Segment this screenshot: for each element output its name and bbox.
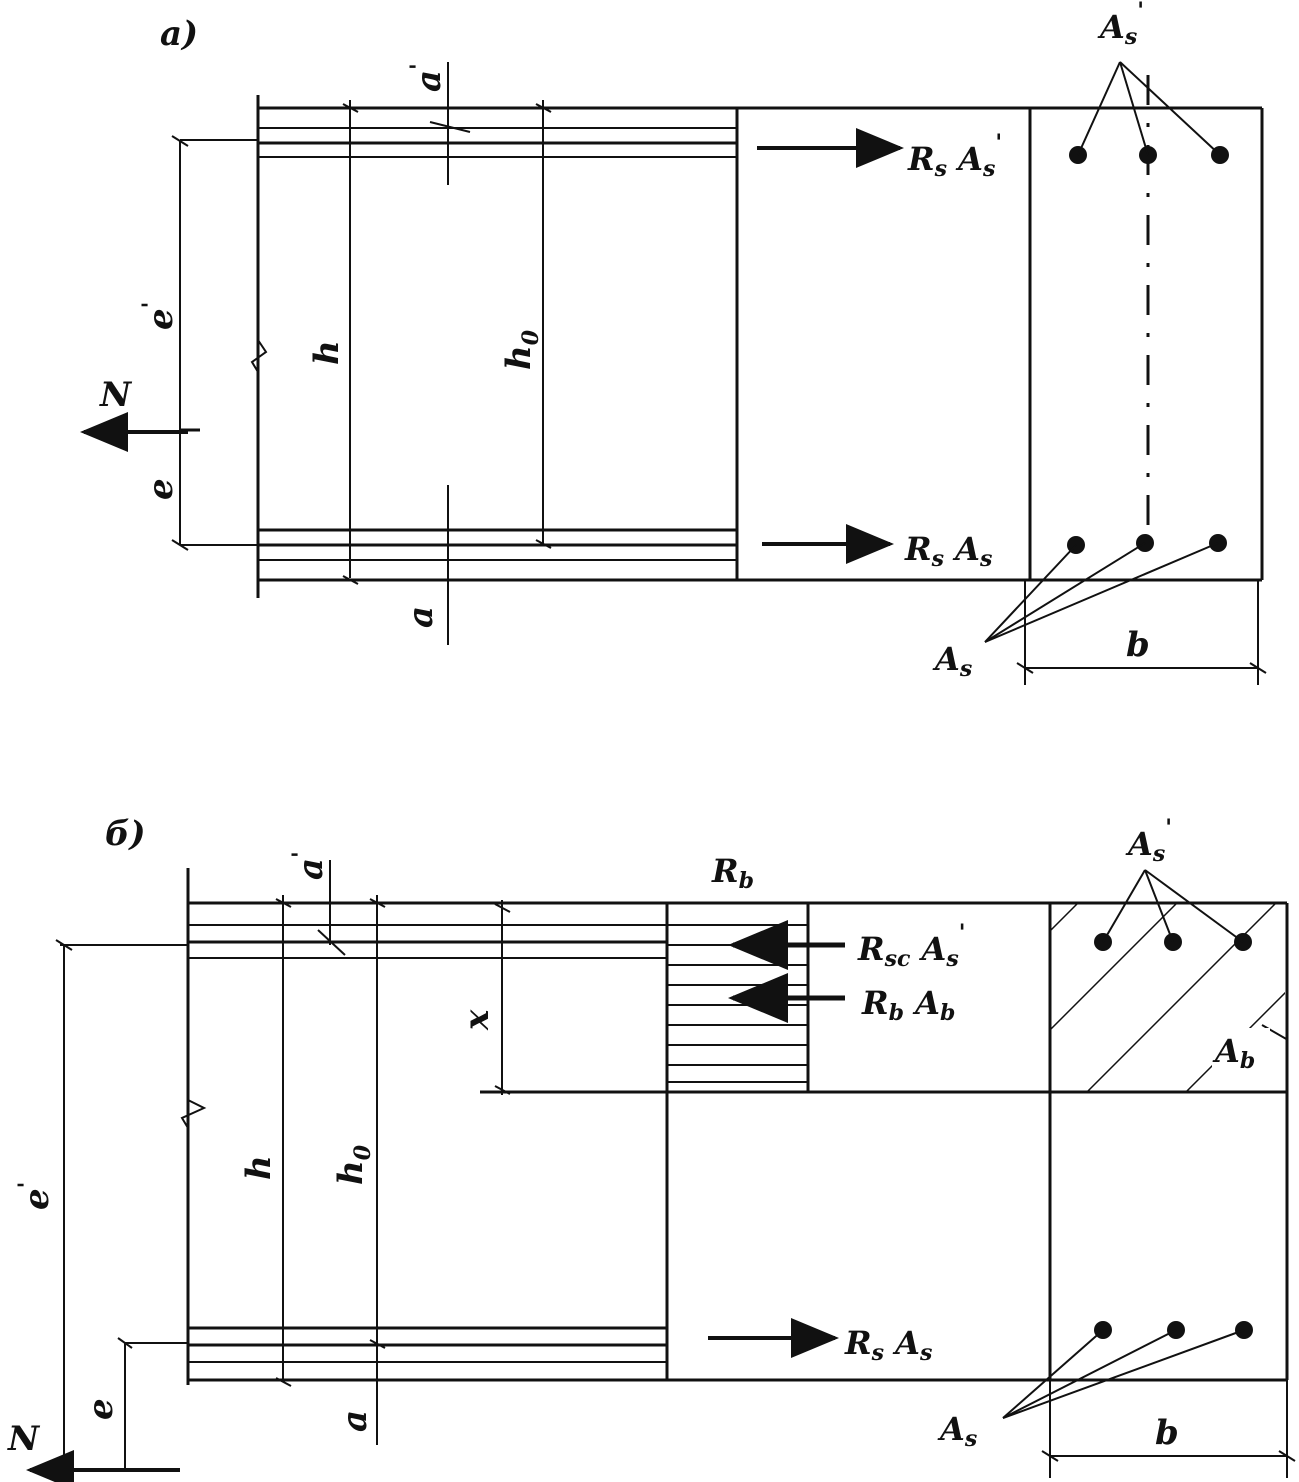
dimensions-b: [26, 860, 1296, 1482]
panel-a-label: a): [160, 14, 198, 54]
label-force-sc-b: Rsc As': [857, 920, 965, 972]
label-force-bottom-a: Rs As: [904, 530, 992, 572]
panel-b: б): [7, 814, 1296, 1482]
label-force-b-b: Rb Ab: [861, 984, 955, 1026]
label-As-prime-a: As': [1097, 0, 1144, 50]
label-h0-b: h0: [331, 1144, 376, 1185]
panel-a: a): [80, 0, 1267, 685]
dimensions-a: [80, 62, 1267, 685]
label-As-prime-b: As': [1125, 815, 1172, 867]
label-As-b: As: [937, 1410, 977, 1452]
label-force-bottom-b: Rs As: [844, 1324, 932, 1366]
label-h0-a: h0: [499, 329, 544, 370]
label-N-a: N: [99, 375, 133, 415]
label-As-a: As: [932, 640, 972, 682]
beam-a: [250, 95, 1264, 598]
cross-section-b: [1002, 869, 1289, 1419]
label-a-prime-b: a': [288, 851, 331, 880]
label-h-a: h: [307, 340, 347, 365]
cross-section-a: [984, 61, 1229, 643]
label-x-b: x: [457, 1009, 497, 1031]
label-e-prime-b: e': [14, 1182, 57, 1210]
label-a-b: a: [335, 1410, 375, 1432]
label-N-b: N: [7, 1419, 41, 1459]
label-b-b: b: [1155, 1413, 1179, 1453]
label-Ab-b: Ab: [1212, 1032, 1255, 1074]
label-a-prime-a: a': [406, 63, 449, 92]
beam-b: [180, 868, 1289, 1385]
label-h-b: h: [239, 1155, 279, 1180]
label-e-prime-a: e': [138, 302, 181, 330]
label-a-a: a: [401, 606, 441, 628]
label-b-a: b: [1126, 625, 1150, 665]
label-Rb-b: Rb: [711, 852, 754, 894]
label-e-a: e: [141, 478, 181, 500]
label-force-top-a: Rs As': [907, 130, 1002, 182]
panel-b-label: б): [105, 814, 146, 854]
label-e-b: e: [81, 1398, 121, 1420]
